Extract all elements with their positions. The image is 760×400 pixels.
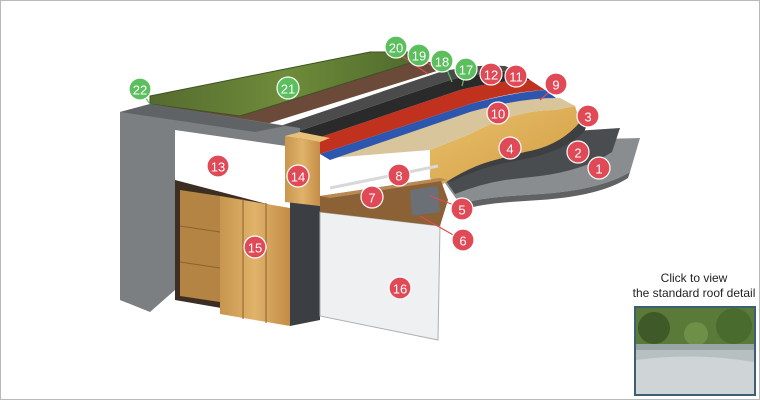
callout-marker-label: 18 xyxy=(435,55,449,70)
callout-marker-circle xyxy=(360,185,384,209)
callout-marker-circle xyxy=(286,164,310,188)
thumbnail-image xyxy=(636,308,754,394)
callout-marker-circle xyxy=(430,49,454,73)
callout-marker-circle xyxy=(388,276,412,300)
bracket-rod xyxy=(329,164,439,190)
callout-marker-label: 21 xyxy=(281,82,295,97)
timber-blocks xyxy=(179,190,290,326)
callout-marker-circle xyxy=(498,136,522,160)
callout-marker-2[interactable]: 2 xyxy=(566,140,590,164)
layer-red-membrane xyxy=(300,80,545,154)
layer-dark-2 xyxy=(280,65,520,134)
callout-marker-19[interactable]: 19 xyxy=(407,43,431,67)
callout-marker-label: 11 xyxy=(509,70,523,85)
callout-marker-circle xyxy=(486,101,510,125)
layer-insulation-top xyxy=(330,97,575,158)
callout-marker-label: 10 xyxy=(491,107,505,122)
callout-marker-label: 17 xyxy=(459,63,473,78)
callout-marker-label: 14 xyxy=(291,170,305,185)
callout-marker-12[interactable]: 12 xyxy=(479,62,503,86)
callout-marker-label: 7 xyxy=(368,191,375,206)
layer-dark-1 xyxy=(290,71,530,144)
callout-marker-circle xyxy=(544,72,568,96)
callout-marker-circle xyxy=(407,43,431,67)
callout-marker-circle xyxy=(479,62,503,86)
link-caption-line1: Click to view xyxy=(660,271,728,285)
callout-marker-circle xyxy=(276,76,300,100)
callout-marker-label: 8 xyxy=(395,169,402,184)
callout-marker-3[interactable]: 3 xyxy=(576,104,600,128)
standard-roof-link[interactable]: Click to view the standard roof detail xyxy=(616,271,760,301)
callout-marker-label: 3 xyxy=(584,110,591,125)
callout-marker-label: 15 xyxy=(248,241,262,256)
callout-marker-20[interactable]: 20 xyxy=(384,35,408,59)
callout-marker-label: 9 xyxy=(552,78,559,93)
callout-marker-label: 13 xyxy=(211,160,225,175)
callout-marker-circle xyxy=(206,154,230,178)
callout-marker-11[interactable]: 11 xyxy=(504,64,528,88)
callout-marker-13[interactable]: 13 xyxy=(206,154,230,178)
metal-bracket xyxy=(410,186,440,216)
callout-marker-14[interactable]: 14 xyxy=(286,164,310,188)
callout-marker-18[interactable]: 18 xyxy=(430,49,454,73)
callout-marker-label: 5 xyxy=(458,203,465,218)
callout-marker-circle xyxy=(454,57,478,81)
callout-marker-circle xyxy=(387,163,411,187)
callout-marker-15[interactable]: 15 xyxy=(243,235,267,259)
callout-marker-circle xyxy=(450,197,474,221)
callout-marker-label: 2 xyxy=(574,146,581,161)
callout-marker-label: 19 xyxy=(412,49,426,64)
callout-marker-label: 12 xyxy=(484,68,498,83)
callout-marker-label: 22 xyxy=(133,83,147,98)
callout-marker-4[interactable]: 4 xyxy=(498,136,522,160)
callout-marker-circle xyxy=(384,35,408,59)
standard-roof-thumbnail[interactable] xyxy=(634,306,756,396)
callout-marker-5[interactable]: 5 xyxy=(450,197,474,221)
callout-marker-6[interactable]: 6 xyxy=(451,228,475,252)
callout-marker-label: 6 xyxy=(459,234,466,249)
callout-marker-8[interactable]: 8 xyxy=(387,163,411,187)
callout-marker-circle xyxy=(128,77,152,101)
callout-marker-circle xyxy=(243,235,267,259)
layer-blue-membrane xyxy=(320,90,556,160)
callout-marker-circle xyxy=(504,64,528,88)
callout-marker-label: 1 xyxy=(595,162,602,177)
callout-marker-1[interactable]: 1 xyxy=(587,156,611,180)
callout-marker-10[interactable]: 10 xyxy=(486,101,510,125)
callout-marker-7[interactable]: 7 xyxy=(360,185,384,209)
callout-marker-17[interactable]: 17 xyxy=(454,57,478,81)
callout-marker-circle xyxy=(566,140,590,164)
plasterboard xyxy=(319,211,441,341)
callout-marker-circle xyxy=(451,228,475,252)
wall-stud xyxy=(290,200,320,326)
callout-marker-21[interactable]: 21 xyxy=(276,76,300,100)
callout-marker-label: 20 xyxy=(389,41,403,56)
callout-marker-9[interactable]: 9 xyxy=(544,72,568,96)
callout-marker-22[interactable]: 22 xyxy=(128,77,152,101)
callout-marker-label: 4 xyxy=(506,142,513,157)
callout-marker-16[interactable]: 16 xyxy=(388,276,412,300)
link-caption-line2: the standard roof detail xyxy=(632,286,756,300)
callout-marker-circle xyxy=(576,104,600,128)
callout-marker-circle xyxy=(587,156,611,180)
callout-marker-label: 16 xyxy=(393,282,407,297)
